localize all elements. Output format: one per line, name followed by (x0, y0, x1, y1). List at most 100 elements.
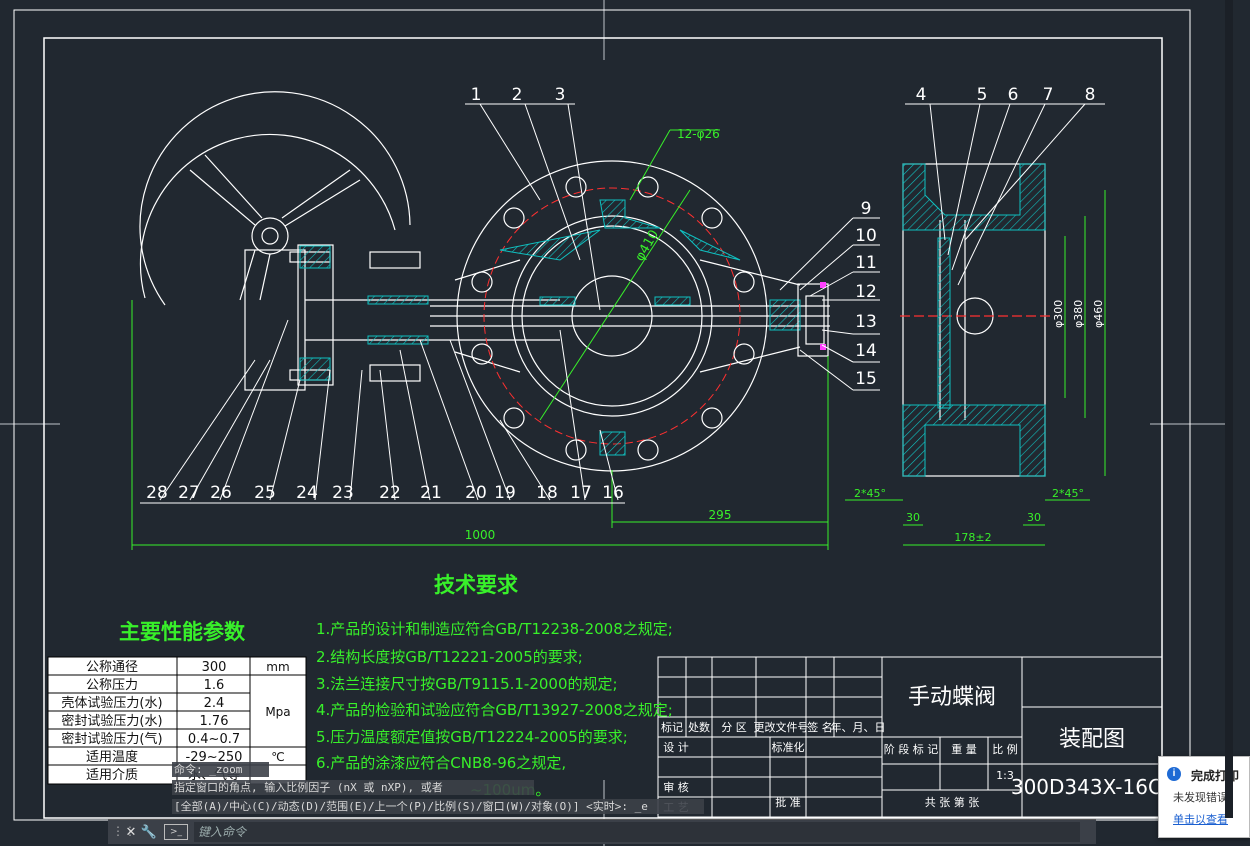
dim-face-right: 30 (1027, 511, 1041, 524)
end-flange (797, 283, 829, 357)
main-dims (131, 300, 829, 550)
label-weight: 重 量 (951, 742, 977, 756)
command-input[interactable] (194, 822, 1080, 842)
part-number-23: 23 (332, 483, 354, 503)
drag-grip-icon[interactable]: ⋮⋮ (112, 824, 136, 838)
toast-link[interactable]: 单击以查看 (1173, 814, 1228, 826)
part-number-8: 8 (1085, 85, 1096, 105)
part-number-10: 10 (855, 226, 877, 246)
label-standardize: 标准化 (772, 740, 805, 754)
dim-chamfer-left: 2*45° (854, 487, 886, 500)
part-number-5: 5 (977, 85, 988, 105)
part-number-12: 12 (855, 282, 877, 302)
title-header-2: 处数 (688, 721, 710, 734)
tech-requirement-3: 3.法兰连接尺寸按GB/T9115.1-2000的规定; (316, 675, 618, 693)
part-number-27: 27 (178, 483, 200, 503)
title-drawing-number: 300D343X-16C- (1011, 775, 1169, 799)
command-bar: ⋮⋮ ✕ 🔧 >_ (108, 819, 1096, 844)
dim-half-length: 295 (709, 508, 732, 522)
part-number-22: 22 (379, 483, 401, 503)
part-number-4: 4 (916, 85, 927, 105)
part-leaders (140, 103, 1105, 504)
param-name-7: 适用介质 (86, 768, 138, 783)
tech-requirements-title: 技术要求 (434, 573, 518, 597)
param-value-4: 1.76 (200, 714, 229, 729)
part-number-11: 11 (855, 253, 877, 273)
title-header-3: 分 区 (721, 721, 747, 734)
valve-hatch (499, 199, 801, 456)
dim-dia-460: φ460 (1092, 300, 1105, 328)
dim-dia-380: φ380 (1072, 300, 1085, 328)
label-ratio: 比 例 (992, 742, 1018, 756)
bolt-holes (471, 176, 755, 461)
label-approve: 批 准 (775, 795, 801, 809)
part-number-24: 24 (296, 483, 318, 503)
param-value-6: -29~250 (186, 750, 243, 765)
tech-requirement-6: 6.产品的涂漆应符合CNB8-96之规定, (316, 754, 566, 772)
param-value-2: 1.6 (204, 678, 225, 693)
toast-message: 未发现错误 (1173, 792, 1228, 804)
tech-requirement-2: 2.结构长度按GB/T12221-2005的要求; (316, 648, 583, 666)
label-review: 审 核 (663, 780, 689, 794)
param-name-2: 公称压力 (86, 678, 138, 693)
handwheel (139, 91, 411, 306)
side-dims (845, 190, 1106, 546)
dim-dia-300: φ300 (1052, 300, 1065, 328)
title-header-6: 年、月、日 (831, 720, 886, 734)
part-number-6: 6 (1008, 85, 1019, 105)
diameter-line (539, 189, 691, 421)
inner-frame (43, 37, 1163, 819)
part-number-28: 28 (146, 483, 168, 503)
tech-requirement-4: 4.产品的检验和试验应符合GB/T13927-2008之规定; (316, 701, 673, 719)
part-number-18: 18 (536, 483, 558, 503)
dim-bolt-circle: φ410 (632, 228, 662, 264)
part-number-9: 9 (861, 199, 872, 219)
params-title: 主要性能参数 (119, 620, 246, 644)
command-prompt-icon[interactable]: >_ (164, 824, 188, 840)
param-value-5: 0.4~0.7 (188, 732, 240, 747)
param-name-4: 密封试验压力(水) (61, 713, 162, 729)
leader-12 (629, 129, 671, 201)
param-unit-6: ℃ (271, 750, 284, 764)
part-number-2: 2 (512, 85, 523, 105)
right-edge (1225, 0, 1233, 818)
gearbox-hatch (299, 245, 429, 381)
label-stage-mark: 阶 段 标 记 (884, 742, 939, 756)
print-complete-toast[interactable]: i 完成打印 未发现错误 单击以查看 (1158, 756, 1250, 838)
seal-mark-bottom (820, 344, 826, 350)
part-number-7: 7 (1043, 85, 1054, 105)
part-number-17: 17 (570, 483, 592, 503)
seal-mark-top (820, 282, 826, 288)
title-header-4: 更改文件号 (754, 720, 809, 734)
title-header-1: 标记 (661, 720, 683, 734)
param-name-3: 壳体试验压力(水) (61, 695, 162, 711)
title-header-5: 签 名 (807, 720, 833, 734)
dim-face-left: 30 (906, 511, 920, 524)
dim-chamfer-right: 2*45° (1052, 487, 1084, 500)
title-drawing-type: 装配图 (1059, 727, 1125, 752)
title-block (657, 656, 1163, 818)
part-number-3: 3 (555, 85, 566, 105)
param-name-5: 密封试验压力(气) (61, 731, 162, 747)
info-icon: i (1167, 767, 1181, 781)
dim-body-width: 178±2 (954, 531, 991, 544)
command-history-line-2: 指定窗口的角点, 输入比例因子 (nX 或 nXP), 或者 (172, 780, 534, 795)
part-number-25: 25 (254, 483, 276, 503)
close-icon[interactable]: ✕ (125, 824, 137, 840)
part-number-26: 26 (210, 483, 232, 503)
dim-bolt-holes: 12-φ26 (677, 127, 720, 141)
bolt-circle (483, 187, 741, 445)
part-number-16: 16 (602, 483, 624, 503)
tech-requirement-1: 1.产品的设计和制造应符合GB/T12238-2008之规定; (316, 620, 673, 638)
title-scale: 1:3 (996, 769, 1014, 782)
customize-icon[interactable]: 🔧 (140, 824, 158, 840)
dim-overall-length: 1000 (465, 528, 496, 542)
label-design: 设 计 (663, 741, 689, 754)
param-name-6: 适用温度 (86, 749, 138, 765)
param-unit-1: mm (266, 660, 289, 674)
title-part-name: 手动蝶阀 (908, 685, 996, 710)
command-history-line-1: 命令: _zoom (172, 762, 269, 777)
param-name-1: 公称通径 (86, 660, 138, 675)
part-number-14: 14 (855, 341, 877, 361)
